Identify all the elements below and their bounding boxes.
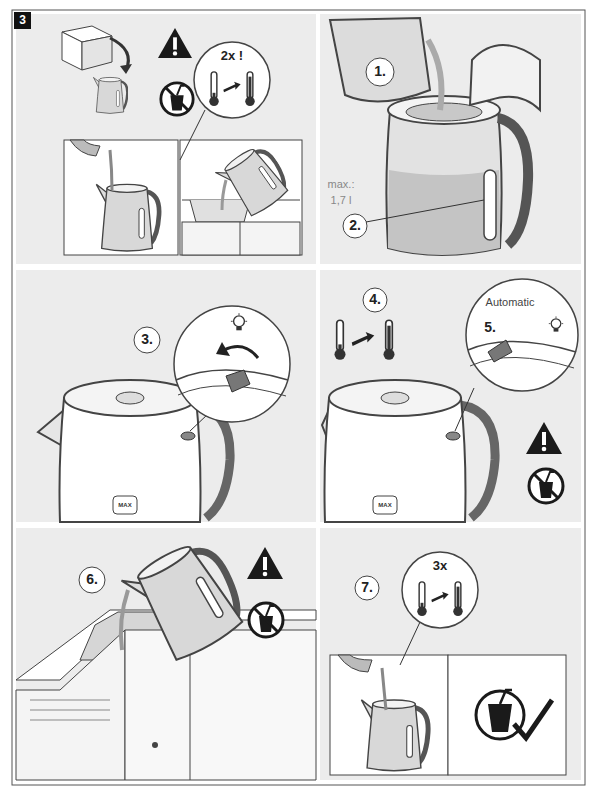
- callout-number: 2.: [349, 218, 361, 233]
- repeat-count: 2x !: [221, 49, 243, 63]
- callout-number: 6.: [86, 572, 98, 587]
- callout-number: 4.: [369, 292, 381, 307]
- mode-label: Automatic: [486, 296, 535, 308]
- callout-number: 3.: [141, 332, 153, 347]
- title-number: 3: [19, 14, 26, 27]
- repeat-count: 3x: [433, 559, 447, 573]
- max-mark: MAX: [118, 502, 131, 509]
- capacity-value: 1,7 l: [331, 194, 352, 206]
- max-mark: MAX: [378, 502, 391, 509]
- capacity-label: max.:: [328, 178, 355, 190]
- callout-number: 7.: [361, 580, 373, 595]
- callout-number: 5.: [484, 320, 496, 335]
- callout-number: 1.: [374, 64, 386, 79]
